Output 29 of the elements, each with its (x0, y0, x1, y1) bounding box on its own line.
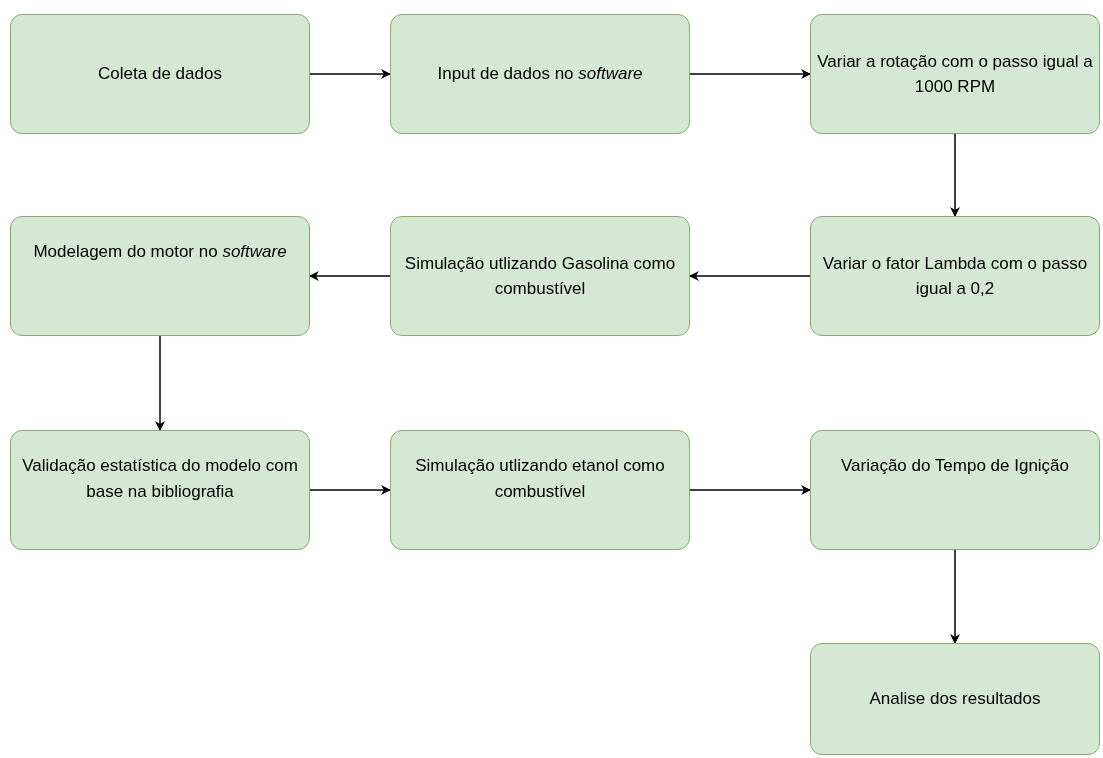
box-text: Simulação utlizando etanol como combustível (414, 455, 666, 503)
arrow (309, 485, 391, 495)
arrow (155, 335, 165, 431)
box-text: Modelagem do motor no software (33, 241, 287, 263)
arrow (309, 271, 391, 281)
box-text: Variar o fator Lambda com o passo igual a 0,2 (821, 252, 1089, 300)
process-box (810, 14, 1100, 134)
box-text: Simulação utlizando Gasolina como combustível (403, 252, 677, 300)
arrow (689, 271, 811, 281)
process-box (810, 643, 1100, 755)
arrow (689, 69, 811, 79)
box-text: Variação do Tempo de Ignição (840, 455, 1070, 477)
process-box (10, 14, 310, 134)
box-text: Variar a rotação com o passo igual a 1000 RPM (817, 50, 1093, 98)
process-box (390, 14, 690, 134)
process-box (810, 216, 1100, 336)
box-text: Analise dos resultados (869, 688, 1041, 711)
process-box (10, 430, 310, 550)
box-text: Validação estatística do modelo com base na bibliografia (21, 455, 299, 503)
process-box (390, 216, 690, 336)
process-box (10, 216, 310, 336)
arrow (950, 549, 960, 644)
arrow (950, 133, 960, 217)
arrow (689, 485, 811, 495)
arrow (309, 69, 391, 79)
process-box (390, 430, 690, 550)
box-text: Input de dados no software (437, 63, 643, 86)
box-text: Coleta de dados (98, 63, 222, 86)
process-box (810, 430, 1100, 550)
